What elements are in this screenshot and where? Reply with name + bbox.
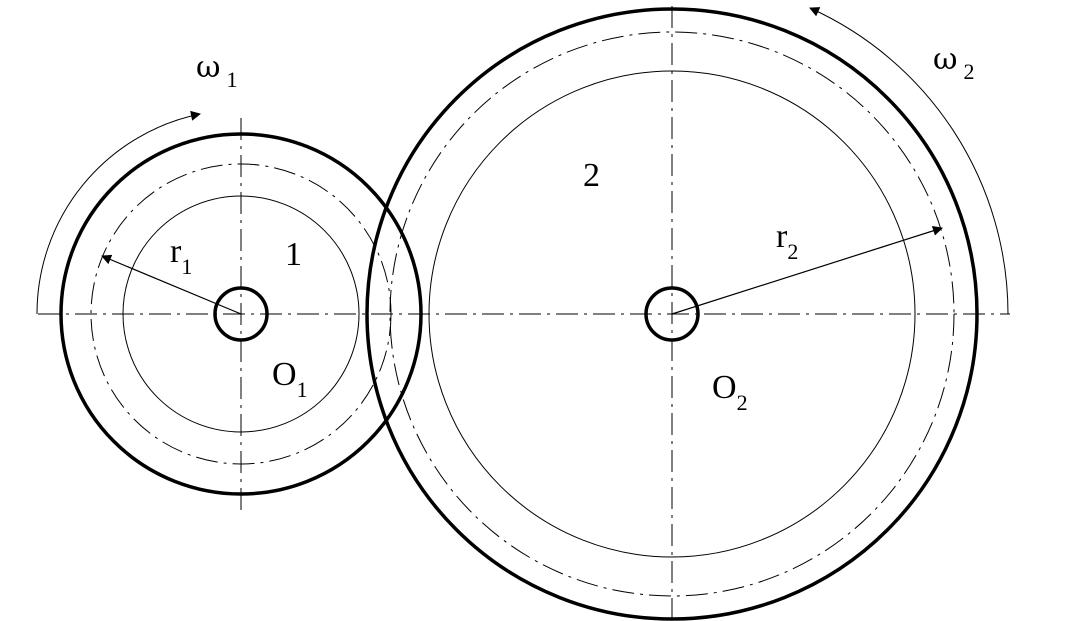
gear2-shaft xyxy=(644,286,700,342)
omega1-rotation-arrow xyxy=(36,110,201,315)
gear2-addendum-circle xyxy=(365,7,979,621)
gear2-pitch-circle xyxy=(389,31,955,597)
gear1-addendum-circle xyxy=(59,132,423,496)
gear-2 xyxy=(365,7,979,621)
r1-radius-arrow xyxy=(101,254,242,315)
gear1-number-label: 1 xyxy=(285,236,302,273)
omega2-rotation-arrow xyxy=(809,7,1009,315)
gear1-pitch-circle xyxy=(90,163,392,465)
gear1-radius-label: r1 xyxy=(170,233,192,279)
gear2-radius-label: r2 xyxy=(776,218,798,264)
gear1-center-label: O1 xyxy=(272,356,308,402)
r2-radius-arrow xyxy=(671,225,943,315)
center-lines xyxy=(38,6,1010,619)
gear2-center-label: O2 xyxy=(712,369,748,415)
gear-1 xyxy=(59,132,423,496)
gear1-shaft xyxy=(213,286,269,342)
gear2-root-circle xyxy=(428,70,916,558)
gear2-number-label: 2 xyxy=(583,157,600,194)
gear1-root-circle xyxy=(122,195,360,433)
